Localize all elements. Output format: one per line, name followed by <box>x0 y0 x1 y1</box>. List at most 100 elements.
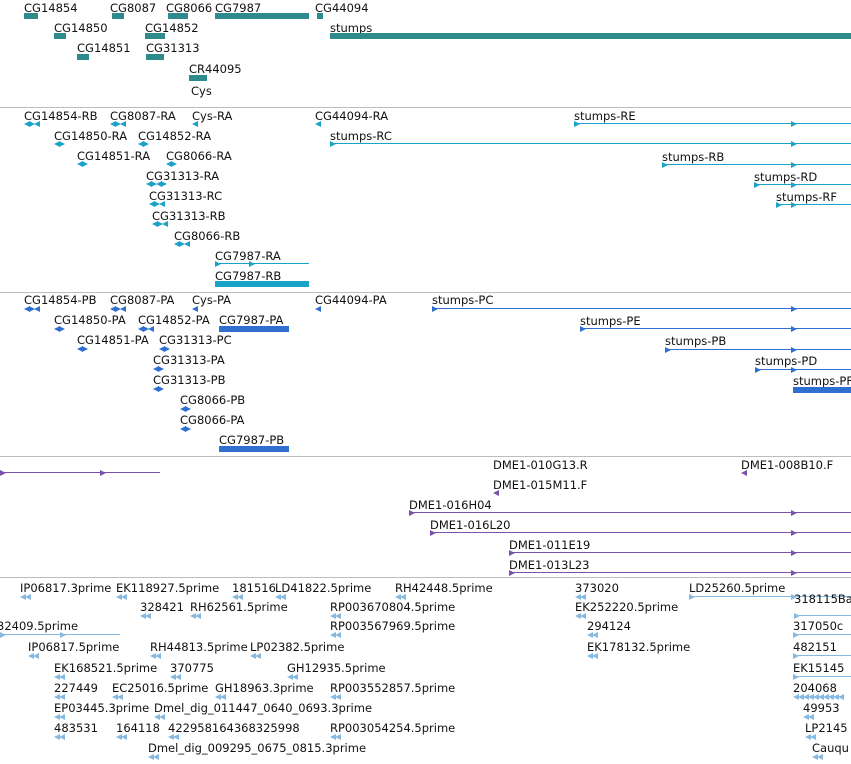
feature-glyph-ep03445-3prime[interactable] <box>54 713 65 721</box>
feature-glyph-lp2145[interactable] <box>805 733 816 741</box>
feature-glyph-rh42448-5prime[interactable] <box>395 593 406 601</box>
feature-glyph-dme1-016h04[interactable] <box>409 509 851 517</box>
feature-label-cg14852[interactable]: CG14852 <box>145 21 199 35</box>
feature-label-cr44095[interactable]: CR44095 <box>189 62 242 76</box>
feature-label-482151[interactable]: 482151 <box>793 640 837 654</box>
feature-glyph-32409-5prime[interactable] <box>0 631 120 639</box>
feature-label-cg8087[interactable]: CG8087 <box>110 1 157 15</box>
feature-label-ep03445-3prime[interactable]: EP03445.3prime <box>54 701 150 715</box>
feature-glyph-ld41822-5prime[interactable] <box>275 593 286 601</box>
feature-glyph-dme1-013l23[interactable] <box>509 569 851 577</box>
feature-glyph-rp003552857-5prime[interactable] <box>330 693 341 701</box>
feature-label-cg31313-pb[interactable]: CG31313-PB <box>153 373 226 387</box>
feature-glyph-cg14851[interactable] <box>77 53 89 61</box>
feature-label-dme1-016h04[interactable]: DME1-016H04 <box>409 498 492 512</box>
feature-label-cg44094[interactable]: CG44094 <box>315 1 369 15</box>
feature-glyph-cg8066-pa[interactable] <box>180 425 194 433</box>
feature-glyph-164118[interactable] <box>116 733 127 741</box>
feature-label-cg7987-pa[interactable]: CG7987-PA <box>219 313 284 327</box>
feature-label-ek252220-5prime[interactable]: EK252220.5prime <box>575 600 679 614</box>
feature-label-cg14852-ra[interactable]: CG14852-RA <box>138 129 212 143</box>
feature-label-cg8066-pa[interactable]: CG8066-PA <box>180 413 245 427</box>
feature-glyph-stumps-rc[interactable] <box>330 140 851 148</box>
feature-glyph-cg14850[interactable] <box>54 32 66 40</box>
feature-label-dme1-010g13-r[interactable]: DME1-010G13.R <box>493 458 588 472</box>
feature-label-dme1-013l23[interactable]: DME1-013L23 <box>509 558 590 572</box>
feature-label-cg7987[interactable]: CG7987 <box>215 1 262 15</box>
feature-label-318115ba[interactable]: 318115Ba <box>794 592 851 606</box>
feature-label-cg14851[interactable]: CG14851 <box>77 41 131 55</box>
feature-glyph-stumps-pe[interactable] <box>580 325 851 333</box>
feature-label-cg8066-rb[interactable]: CG8066-RB <box>174 229 241 243</box>
feature-glyph-rp003567969-5prime[interactable] <box>330 631 341 639</box>
feature-glyph-stumps-rf[interactable] <box>776 201 851 209</box>
feature-glyph-cauqu[interactable] <box>812 753 823 761</box>
feature-glyph-cg7987-pb[interactable] <box>219 445 289 453</box>
feature-label-rp003552857-5prime[interactable]: RP003552857.5prime <box>330 681 456 695</box>
feature-glyph-cg31313-pa[interactable] <box>153 365 167 373</box>
feature-glyph-cg44094-ra[interactable] <box>315 120 321 128</box>
feature-label-dme1-008b10-f[interactable]: DME1-008B10.F <box>741 458 834 472</box>
feature-glyph-ek118927-5prime[interactable] <box>116 593 127 601</box>
feature-glyph-dme1-011e19[interactable] <box>509 549 851 557</box>
feature-glyph-cg8087[interactable] <box>112 12 124 20</box>
feature-glyph-318115ba[interactable] <box>794 612 851 620</box>
feature-label-cg44094-ra[interactable]: CG44094-RA <box>315 109 389 123</box>
feature-label-lp2145[interactable]: LP2145 <box>805 721 848 735</box>
feature-glyph-cg8066[interactable] <box>168 12 188 20</box>
feature-glyph-483531[interactable] <box>54 733 65 741</box>
feature-label-rp003054254-5prime[interactable]: RP003054254.5prime <box>330 721 456 735</box>
feature-label-cg14850-ra[interactable]: CG14850-RA <box>54 129 128 143</box>
feature-glyph-cg7987-ra[interactable] <box>215 260 309 268</box>
feature-glyph-stumps-pc[interactable] <box>432 305 851 313</box>
feature-label-stumps[interactable]: stumps <box>330 21 373 35</box>
feature-glyph-cg8066-pb[interactable] <box>180 405 194 413</box>
feature-label-stumps-pe[interactable]: stumps-PE <box>580 314 641 328</box>
feature-glyph-stumps-rb[interactable] <box>662 161 851 169</box>
feature-glyph-ip06817-3prime[interactable] <box>20 593 31 601</box>
feature-glyph-cg14851-pa[interactable] <box>77 345 88 353</box>
feature-label-stumps-rf[interactable]: stumps-RF <box>776 190 838 204</box>
feature-label-cg14854[interactable]: CG14854 <box>24 1 78 15</box>
feature-glyph-rp003054254-5prime[interactable] <box>330 733 341 741</box>
feature-glyph-370775[interactable] <box>170 673 181 681</box>
feature-label-stumps-pc[interactable]: stumps-PC <box>432 293 494 307</box>
feature-label-ld41822-5prime[interactable]: LD41822.5prime <box>275 581 372 595</box>
feature-glyph-cr44095[interactable] <box>189 74 207 82</box>
feature-glyph-rh44813-5prime[interactable] <box>150 652 161 660</box>
feature-glyph-cg14852-pa[interactable] <box>138 325 154 333</box>
feature-glyph-cg14854-pb[interactable] <box>24 305 42 313</box>
feature-label-cg14850[interactable]: CG14850 <box>54 21 108 35</box>
feature-label-rp003670804-5prime[interactable]: RP003670804.5prime <box>330 600 456 614</box>
feature-glyph-dmel-dig-011447-0640-0693-3prime[interactable] <box>154 713 165 721</box>
feature-label-cg7987-ra[interactable]: CG7987-RA <box>215 249 281 263</box>
feature-label-stumps-rb[interactable]: stumps-RB <box>662 150 725 164</box>
feature-label-ld25260-5prime[interactable]: LD25260.5prime <box>689 581 786 595</box>
feature-label-cg14852-pa[interactable]: CG14852-PA <box>138 313 210 327</box>
feature-glyph-rp003670804-5prime[interactable] <box>330 612 341 620</box>
feature-glyph-gh18963-3prime[interactable] <box>215 693 226 701</box>
feature-label-317050c[interactable]: 317050c <box>793 619 844 633</box>
feature-glyph-204068[interactable] <box>793 693 851 701</box>
feature-glyph-cg8066-ra[interactable] <box>166 160 180 168</box>
feature-label-rh62561-5prime[interactable]: RH62561.5prime <box>190 600 288 614</box>
feature-glyph-cys-pa[interactable] <box>192 305 198 313</box>
feature-glyph-stumps-pb[interactable] <box>665 346 851 354</box>
feature-label-dme1-016l20[interactable]: DME1-016L20 <box>430 518 511 532</box>
feature-label-cg8066[interactable]: CG8066 <box>166 1 213 15</box>
feature-glyph-49953[interactable] <box>803 713 814 721</box>
feature-glyph-227449[interactable] <box>54 693 65 701</box>
feature-glyph-482151[interactable] <box>793 652 851 660</box>
feature-glyph-ek178132-5prime[interactable] <box>587 652 598 660</box>
feature-label-cg14854-rb[interactable]: CG14854-RB <box>24 109 98 123</box>
feature-label-cg44094-pa[interactable]: CG44094-PA <box>315 293 387 307</box>
feature-label-cg31313-pa[interactable]: CG31313-PA <box>153 353 225 367</box>
feature-glyph-cg8066-rb[interactable] <box>174 240 190 248</box>
feature-label-stumps-rd[interactable]: stumps-RD <box>754 170 818 184</box>
feature-label-cg8066-pb[interactable]: CG8066-PB <box>180 393 246 407</box>
feature-label-dme1-015m11-f[interactable]: DME1-015M11.F <box>493 478 588 492</box>
feature-label-rh44813-5prime[interactable]: RH44813.5prime <box>150 640 248 654</box>
feature-glyph-cg31313-pb[interactable] <box>153 385 167 393</box>
feature-glyph-ek252220-5prime[interactable] <box>575 612 586 620</box>
feature-glyph-cg14854[interactable] <box>24 12 38 20</box>
